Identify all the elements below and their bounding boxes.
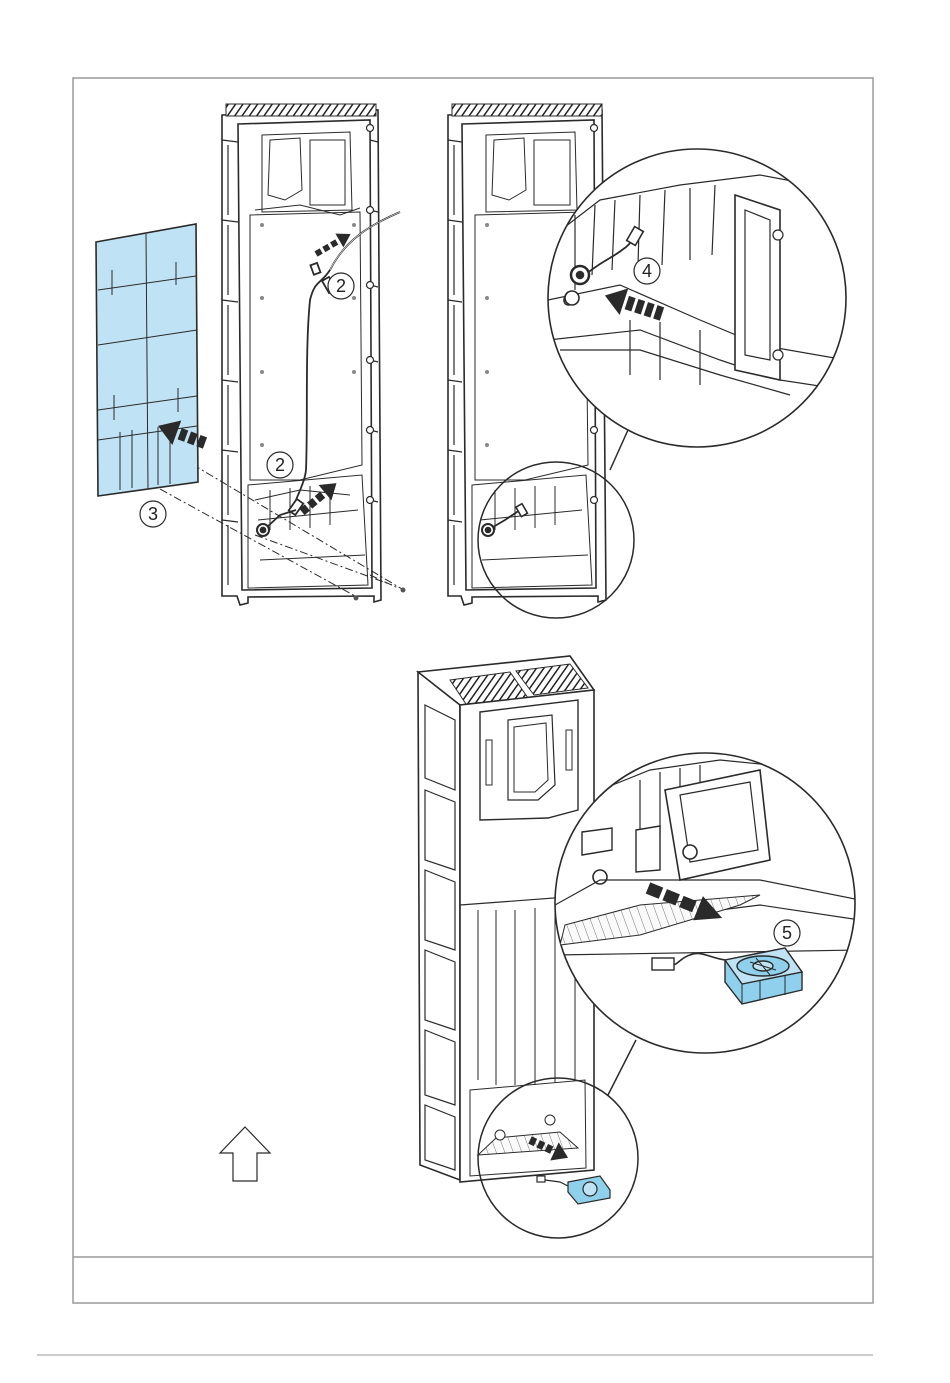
step-2-upper-callout: 2 bbox=[328, 273, 354, 299]
step-2-upper-label: 2 bbox=[336, 276, 346, 296]
step-3-callout: 3 bbox=[140, 501, 166, 527]
detail-view-fan bbox=[555, 753, 860, 1053]
step-5-callout: 5 bbox=[774, 920, 800, 946]
step-3-label: 3 bbox=[148, 504, 158, 524]
detail-view-sensor bbox=[548, 149, 846, 447]
step-2-lower-callout: 2 bbox=[267, 452, 293, 478]
step-4-label: 4 bbox=[642, 261, 652, 281]
back-panel-cover bbox=[96, 224, 198, 496]
step-2-lower-label: 2 bbox=[275, 455, 285, 475]
step-4-callout: 4 bbox=[634, 258, 660, 284]
step-5-label: 5 bbox=[782, 923, 792, 943]
fan-small bbox=[537, 1176, 610, 1204]
up-arrow-icon bbox=[220, 1127, 270, 1181]
cabinet-back-left bbox=[222, 104, 381, 605]
